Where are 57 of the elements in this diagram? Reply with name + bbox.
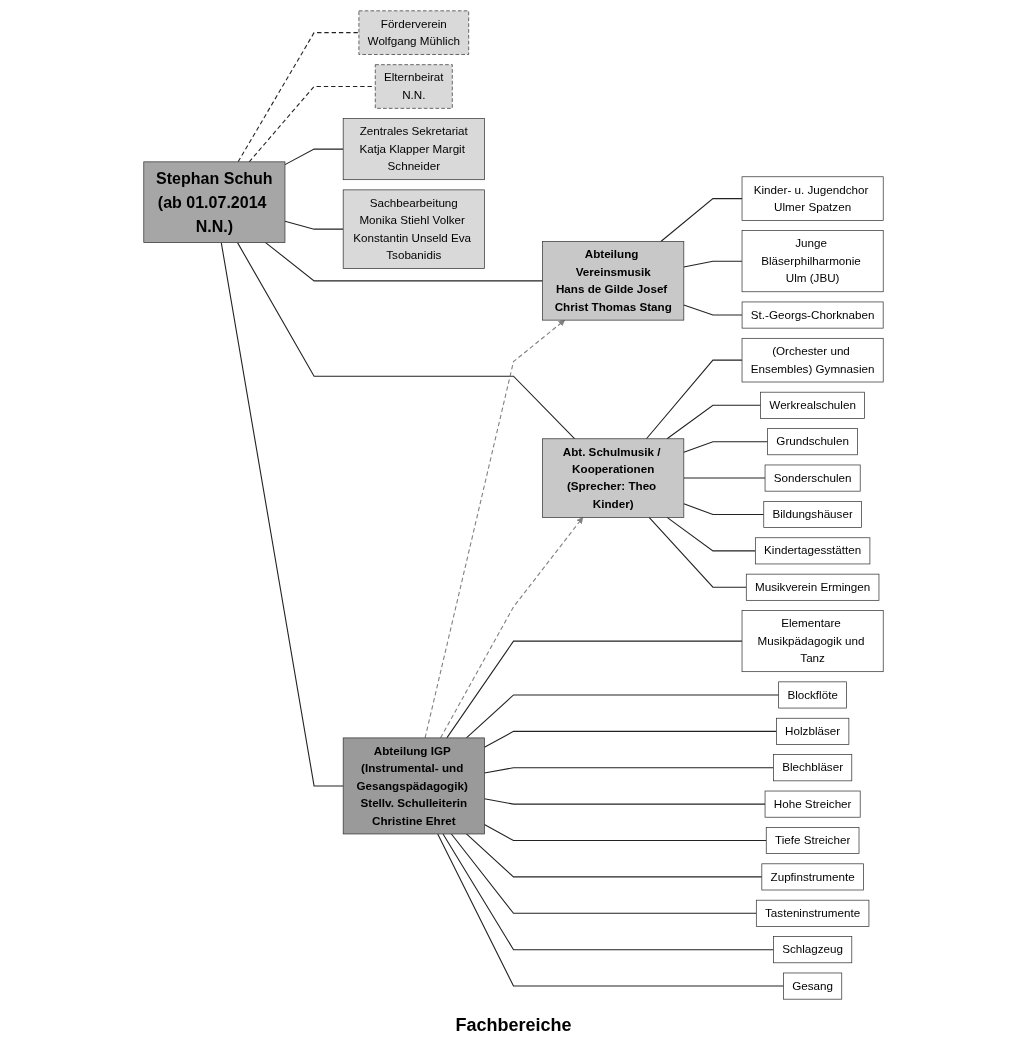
connector	[284, 220, 344, 230]
connector	[483, 798, 766, 805]
connector	[666, 516, 756, 552]
connector	[683, 304, 743, 316]
connector	[648, 516, 747, 588]
node-box: Zentrales Sekretariat Katja Klapper Margit Schneider	[342, 118, 485, 181]
connector	[237, 32, 360, 163]
connector	[483, 767, 774, 774]
node-box: Kindertagesstätten	[754, 537, 871, 565]
connector	[237, 242, 576, 440]
node-box: Hohe Streicher	[764, 790, 861, 818]
node-box: St.-Georgs-Chorknaben	[741, 301, 884, 329]
connector	[465, 694, 780, 739]
node-box: Abteilung Vereinsmusik Hans de Gilde Josef Christ Thomas Stang	[542, 241, 685, 321]
connector	[683, 503, 765, 515]
node-box: Abteilung IGP (Instrumental- und Gesangspädagogik) Stellv. Schulleiterin Christine Ehret	[342, 737, 485, 835]
arrow	[440, 517, 584, 739]
group-label: Fachbereiche	[455, 1015, 572, 1036]
node-box: Junge Bläserphilharmonie Ulm (JBU)	[741, 230, 884, 293]
connector	[442, 833, 774, 951]
connector	[465, 833, 763, 878]
arrow	[424, 319, 565, 739]
connector	[483, 730, 777, 748]
node-box: Förderverein Wolfgang Mühlich	[358, 10, 470, 55]
node-box: Abt. Schulmusik / Kooperationen (Sprecher: Theo Kinder)	[542, 438, 685, 518]
node-box: Musikverein Ermingen	[745, 573, 880, 601]
node-box: Sonderschulen	[764, 464, 861, 492]
node-box: Gesang	[783, 972, 843, 1000]
connector	[660, 198, 743, 243]
node-box: Blockflöte	[778, 681, 847, 709]
node-box: Sachbearbeitung Monika Stiehl Volker Konstantin Unseld Eva Tsobanidis	[342, 189, 485, 269]
connector	[437, 833, 785, 987]
node-box: Grundschulen	[767, 428, 858, 456]
node-box: Elementare Musikpädagogik und Tanz	[741, 610, 884, 673]
node-box: Blechbläser	[773, 754, 853, 782]
connector	[645, 359, 743, 440]
connector	[683, 260, 743, 268]
connector	[220, 242, 344, 787]
node-box: Bildungshäuser	[763, 501, 862, 528]
node-box: Holzbläser	[776, 717, 850, 745]
node-box: Tasteninstrumente	[755, 899, 870, 927]
node-box: Stephan Schuh (ab 01.07.2014 N.N.)	[143, 161, 286, 243]
connector	[683, 477, 766, 479]
node-box: Schlagzeug	[773, 936, 853, 964]
node-box: Tiefe Streicher	[765, 827, 860, 854]
connector	[265, 242, 544, 282]
connector	[666, 404, 762, 440]
node-box: Elternbeirat N.N.	[374, 64, 453, 109]
node-box: Zupfinstrumente	[761, 863, 864, 891]
node-box: (Orchester und Ensembles) Gymnasien	[741, 337, 884, 383]
connector	[483, 824, 767, 842]
connector	[446, 640, 743, 739]
connector	[284, 148, 344, 166]
connector	[683, 441, 769, 453]
connector	[450, 833, 757, 914]
node-box: Kinder- u. Jugendchor Ulmer Spatzen	[741, 176, 884, 221]
node-box: Werkrealschulen	[760, 391, 865, 419]
